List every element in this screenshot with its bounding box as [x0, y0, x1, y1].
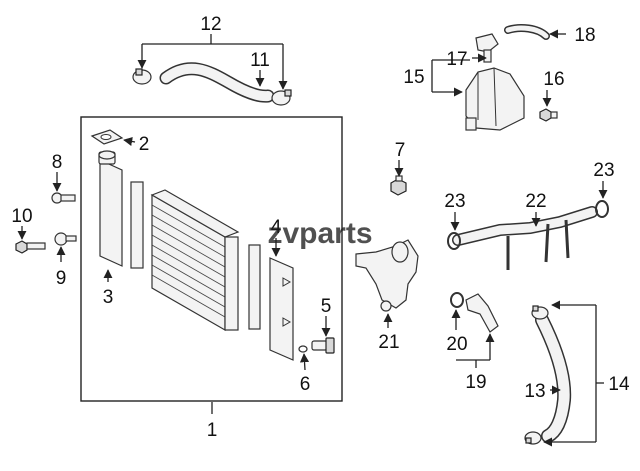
- callout-23-right: 23: [593, 160, 614, 181]
- callout-13: 13: [524, 381, 545, 402]
- callout-5: 5: [321, 296, 332, 317]
- o-ring-20: [450, 292, 464, 308]
- reservoir-cap: [475, 33, 499, 63]
- reservoir-bolt: [539, 108, 558, 122]
- hose-clamp-left: [132, 68, 152, 85]
- callout-1: 1: [207, 420, 218, 441]
- drain-o-ring: [298, 345, 308, 353]
- callout-11: 11: [250, 50, 270, 71]
- callout-20: 20: [446, 334, 467, 355]
- callout-17: 17: [446, 49, 467, 70]
- radiator-assembly-box: [80, 116, 343, 402]
- callout-19: 19: [465, 372, 486, 393]
- coolant-reservoir: [465, 67, 525, 131]
- water-pipe: [452, 206, 598, 270]
- callout-23-left: 23: [444, 191, 465, 212]
- leader-lines: [17, 29, 608, 447]
- drain-plug: [311, 337, 335, 354]
- hose-clamp-right: [271, 89, 292, 106]
- lower-hose-clamp-bottom: [524, 431, 542, 445]
- radiator-cap-gasket: [90, 129, 124, 145]
- callout-21: 21: [378, 332, 399, 353]
- bypass-fitting: [465, 293, 499, 333]
- callout-6: 6: [300, 374, 311, 395]
- bolt-10: [15, 240, 46, 254]
- callout-18: 18: [574, 25, 595, 46]
- seal-strip-right: [248, 244, 261, 330]
- bolt-8: [51, 192, 76, 204]
- callout-10: 10: [11, 206, 32, 227]
- lower-hose-clamp-top: [531, 305, 549, 320]
- callout-8: 8: [52, 152, 63, 173]
- callout-12: 12: [200, 14, 221, 35]
- washer-bolt-9: [54, 232, 77, 246]
- o-ring-23-right: [595, 200, 609, 218]
- callout-22: 22: [525, 191, 546, 212]
- callout-4: 4: [271, 217, 282, 238]
- seal-strip-left: [130, 181, 144, 269]
- callout-14: 14: [608, 374, 630, 395]
- callout-3: 3: [103, 287, 114, 308]
- o-ring-23-left: [447, 232, 461, 250]
- radiator-right-tank: [269, 257, 294, 361]
- water-outlet-housing: [355, 239, 419, 312]
- watermark-logo: zvparts: [267, 217, 372, 250]
- radiator-core: [150, 189, 240, 332]
- callout-2: 2: [139, 134, 150, 155]
- callout-7: 7: [395, 140, 406, 161]
- radiator-left-tank: [98, 150, 123, 267]
- callout-labels: 1 2 3 4 5 6 7 8 9 10 11 12 13 14 15 16 1…: [11, 14, 630, 441]
- callout-9: 9: [56, 268, 67, 289]
- fitting-7: [390, 175, 407, 196]
- callout-16: 16: [543, 69, 564, 90]
- callout-15: 15: [403, 67, 424, 88]
